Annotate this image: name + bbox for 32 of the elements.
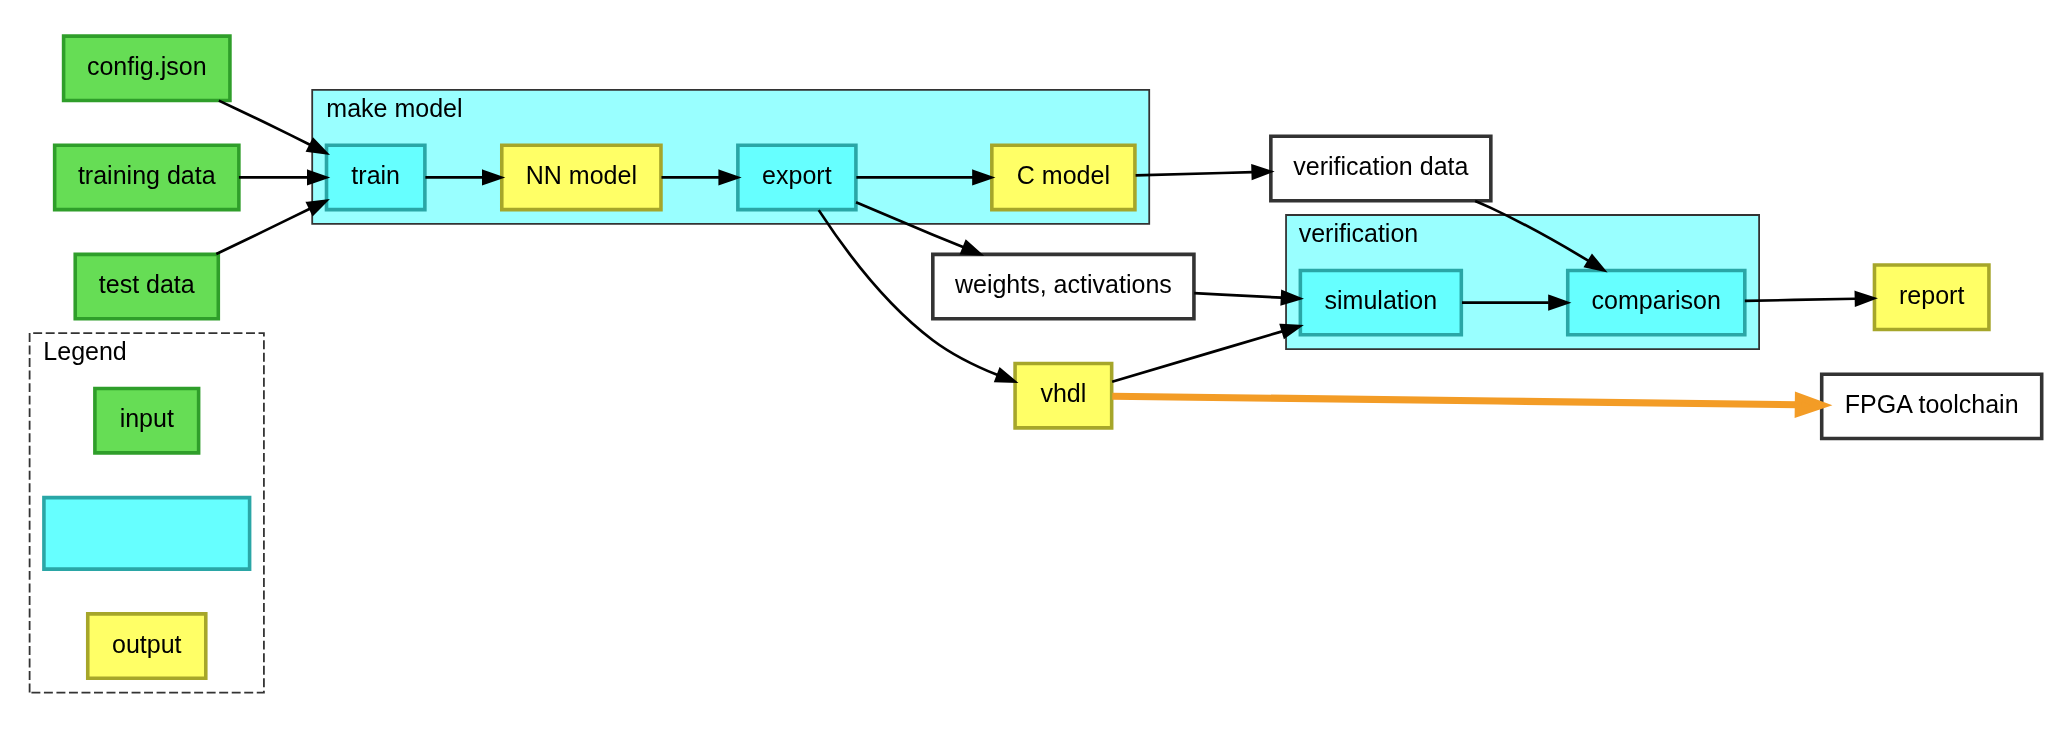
arrow (1111, 323, 1304, 383)
node-box (42, 495, 252, 571)
node-box: output (85, 611, 208, 680)
node-box: report (1872, 262, 1991, 331)
node-box: weights, activations (931, 252, 1196, 321)
node-box: config.json (61, 33, 232, 102)
node-box: export (736, 142, 858, 211)
arrow (238, 168, 331, 186)
arrow (1112, 391, 1833, 418)
arrow (1462, 294, 1572, 311)
node-box: simulation (1298, 268, 1464, 337)
node-box: C model (990, 142, 1137, 211)
arrow (1744, 290, 1878, 307)
node-box: NN model (500, 142, 663, 211)
arrow (1474, 199, 1608, 272)
arrow (855, 200, 985, 256)
arrow (425, 168, 506, 186)
arrow (856, 168, 996, 186)
arrow (817, 208, 1019, 383)
node-box: test data (73, 252, 221, 321)
arrow (1194, 288, 1304, 306)
node-box: vhdl (1013, 361, 1114, 430)
arrow (661, 168, 742, 186)
arrow (1135, 163, 1275, 180)
node-box: FPGA toolchain (1819, 371, 2044, 440)
node-box: verification data (1269, 134, 1493, 202)
node-box: comparison (1565, 268, 1747, 337)
node-box: training data (52, 142, 241, 211)
arrow (218, 98, 331, 155)
arrow (215, 198, 330, 255)
node-box: input (93, 386, 201, 455)
node-box: train (324, 142, 427, 211)
